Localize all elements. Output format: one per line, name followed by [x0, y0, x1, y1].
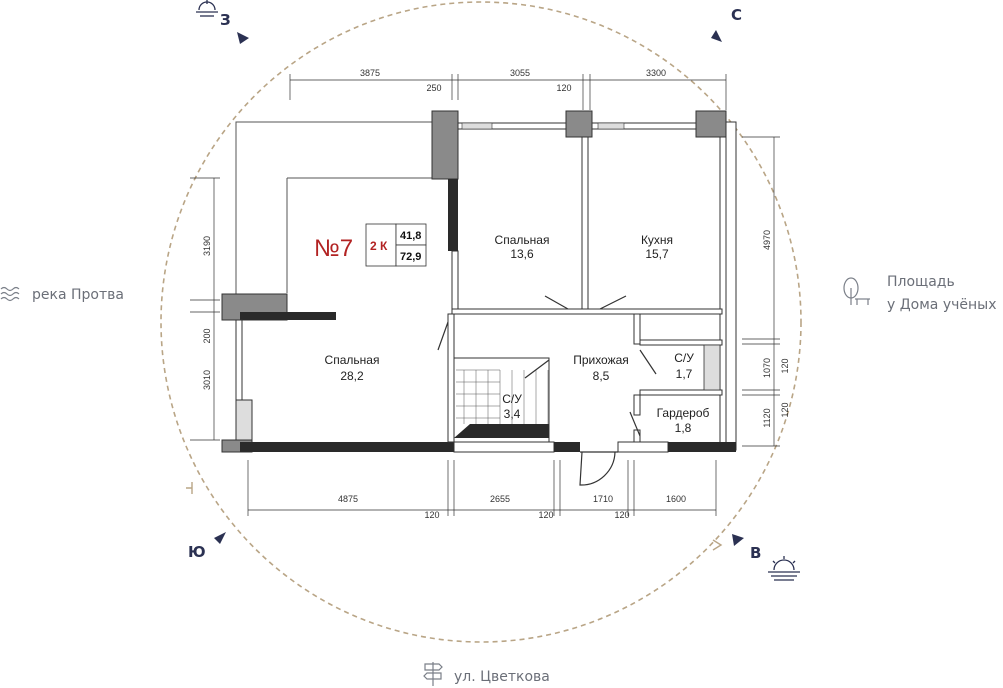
dim-top-1: 3875 — [360, 68, 380, 78]
room-wardrobe-area: 1,8 — [675, 421, 692, 435]
dim-bottom-4: 120 — [538, 510, 553, 520]
apartment-number: №7 — [314, 235, 353, 262]
ring-tick-icon — [712, 539, 723, 551]
west-arrow-icon — [237, 32, 249, 44]
room-bedroom-2-name: Спальная — [325, 353, 380, 367]
dim-bottom-6: 120 — [614, 510, 629, 520]
room-hallway-area: 8,5 — [593, 369, 610, 383]
room-bathroom-area: 3,4 — [504, 407, 521, 421]
compass-ring — [160, 1, 802, 643]
dim-left-1: 3190 — [202, 236, 212, 256]
square-label-line2: у Дома учёных — [887, 297, 997, 313]
room-bedroom-1-area: 13,6 — [510, 247, 534, 261]
room-bedroom-1-name: Спальная — [495, 233, 550, 247]
ring-tick-icon — [186, 482, 193, 494]
room-bathroom-name: С/У — [502, 392, 522, 406]
compass-east: В — [750, 544, 761, 562]
room-kitchen-area: 15,7 — [645, 247, 669, 261]
river-label: река Протва — [32, 287, 124, 303]
square-label-line1: Площадь — [887, 274, 955, 290]
room-hallway-name: Прихожая — [573, 353, 629, 367]
dim-right-5: 120 — [780, 402, 790, 417]
dim-bottom-5: 1710 — [593, 494, 613, 504]
room-wardrobe-name: Гардероб — [657, 406, 710, 420]
compass-south: Ю — [188, 543, 206, 561]
dim-bottom-1: 4875 — [338, 494, 358, 504]
dim-top-5: 3300 — [646, 68, 666, 78]
north-arrow-icon — [711, 30, 722, 42]
sunrise-icon — [768, 556, 800, 581]
total-area: 72,9 — [400, 251, 421, 263]
living-area: 41,8 — [400, 230, 421, 242]
compass-west: З — [220, 11, 231, 29]
dim-right-4: 1120 — [762, 408, 772, 427]
sunset-icon — [196, 0, 218, 17]
dim-right-3: 120 — [780, 358, 790, 373]
dim-bottom-3: 2655 — [490, 494, 510, 504]
dim-top-2: 250 — [426, 83, 441, 93]
south-arrow-icon — [214, 532, 226, 544]
room-kitchen-name: Кухня — [641, 233, 673, 247]
room-wc-small-area: 1,7 — [676, 367, 693, 381]
compass-north: С — [731, 6, 742, 24]
dim-bottom-2: 120 — [424, 510, 439, 520]
apartment-rooms: 2 К — [370, 239, 388, 253]
east-arrow-icon — [732, 534, 744, 546]
dim-right-1: 4970 — [762, 230, 772, 250]
plan-walls — [221, 110, 737, 453]
waves-icon — [0, 286, 20, 302]
signpost-icon — [423, 662, 443, 686]
street-label: ул. Цветкова — [454, 669, 550, 685]
dim-top-3: 3055 — [510, 68, 530, 78]
dimension-labels: 3875 250 3055 120 3300 4875 120 2655 120… — [202, 68, 790, 520]
dimension-lines — [190, 74, 780, 516]
plan-doors — [437, 295, 657, 486]
dim-bottom-7: 1600 — [666, 494, 686, 504]
room-labels: Спальная 13,6 Кухня 15,7 Спальная 28,2 П… — [325, 233, 710, 435]
room-bedroom-2-area: 28,2 — [340, 369, 364, 383]
dim-right-2: 1070 — [762, 358, 772, 378]
tree-bench-icon — [843, 277, 870, 305]
bathroom-tiles — [456, 369, 549, 424]
dim-left-2: 200 — [202, 328, 212, 343]
dim-left-3: 3010 — [202, 370, 212, 390]
apartment-badge — [365, 223, 427, 267]
dim-top-4: 120 — [556, 83, 571, 93]
room-wc-small-name: С/У — [674, 351, 694, 365]
